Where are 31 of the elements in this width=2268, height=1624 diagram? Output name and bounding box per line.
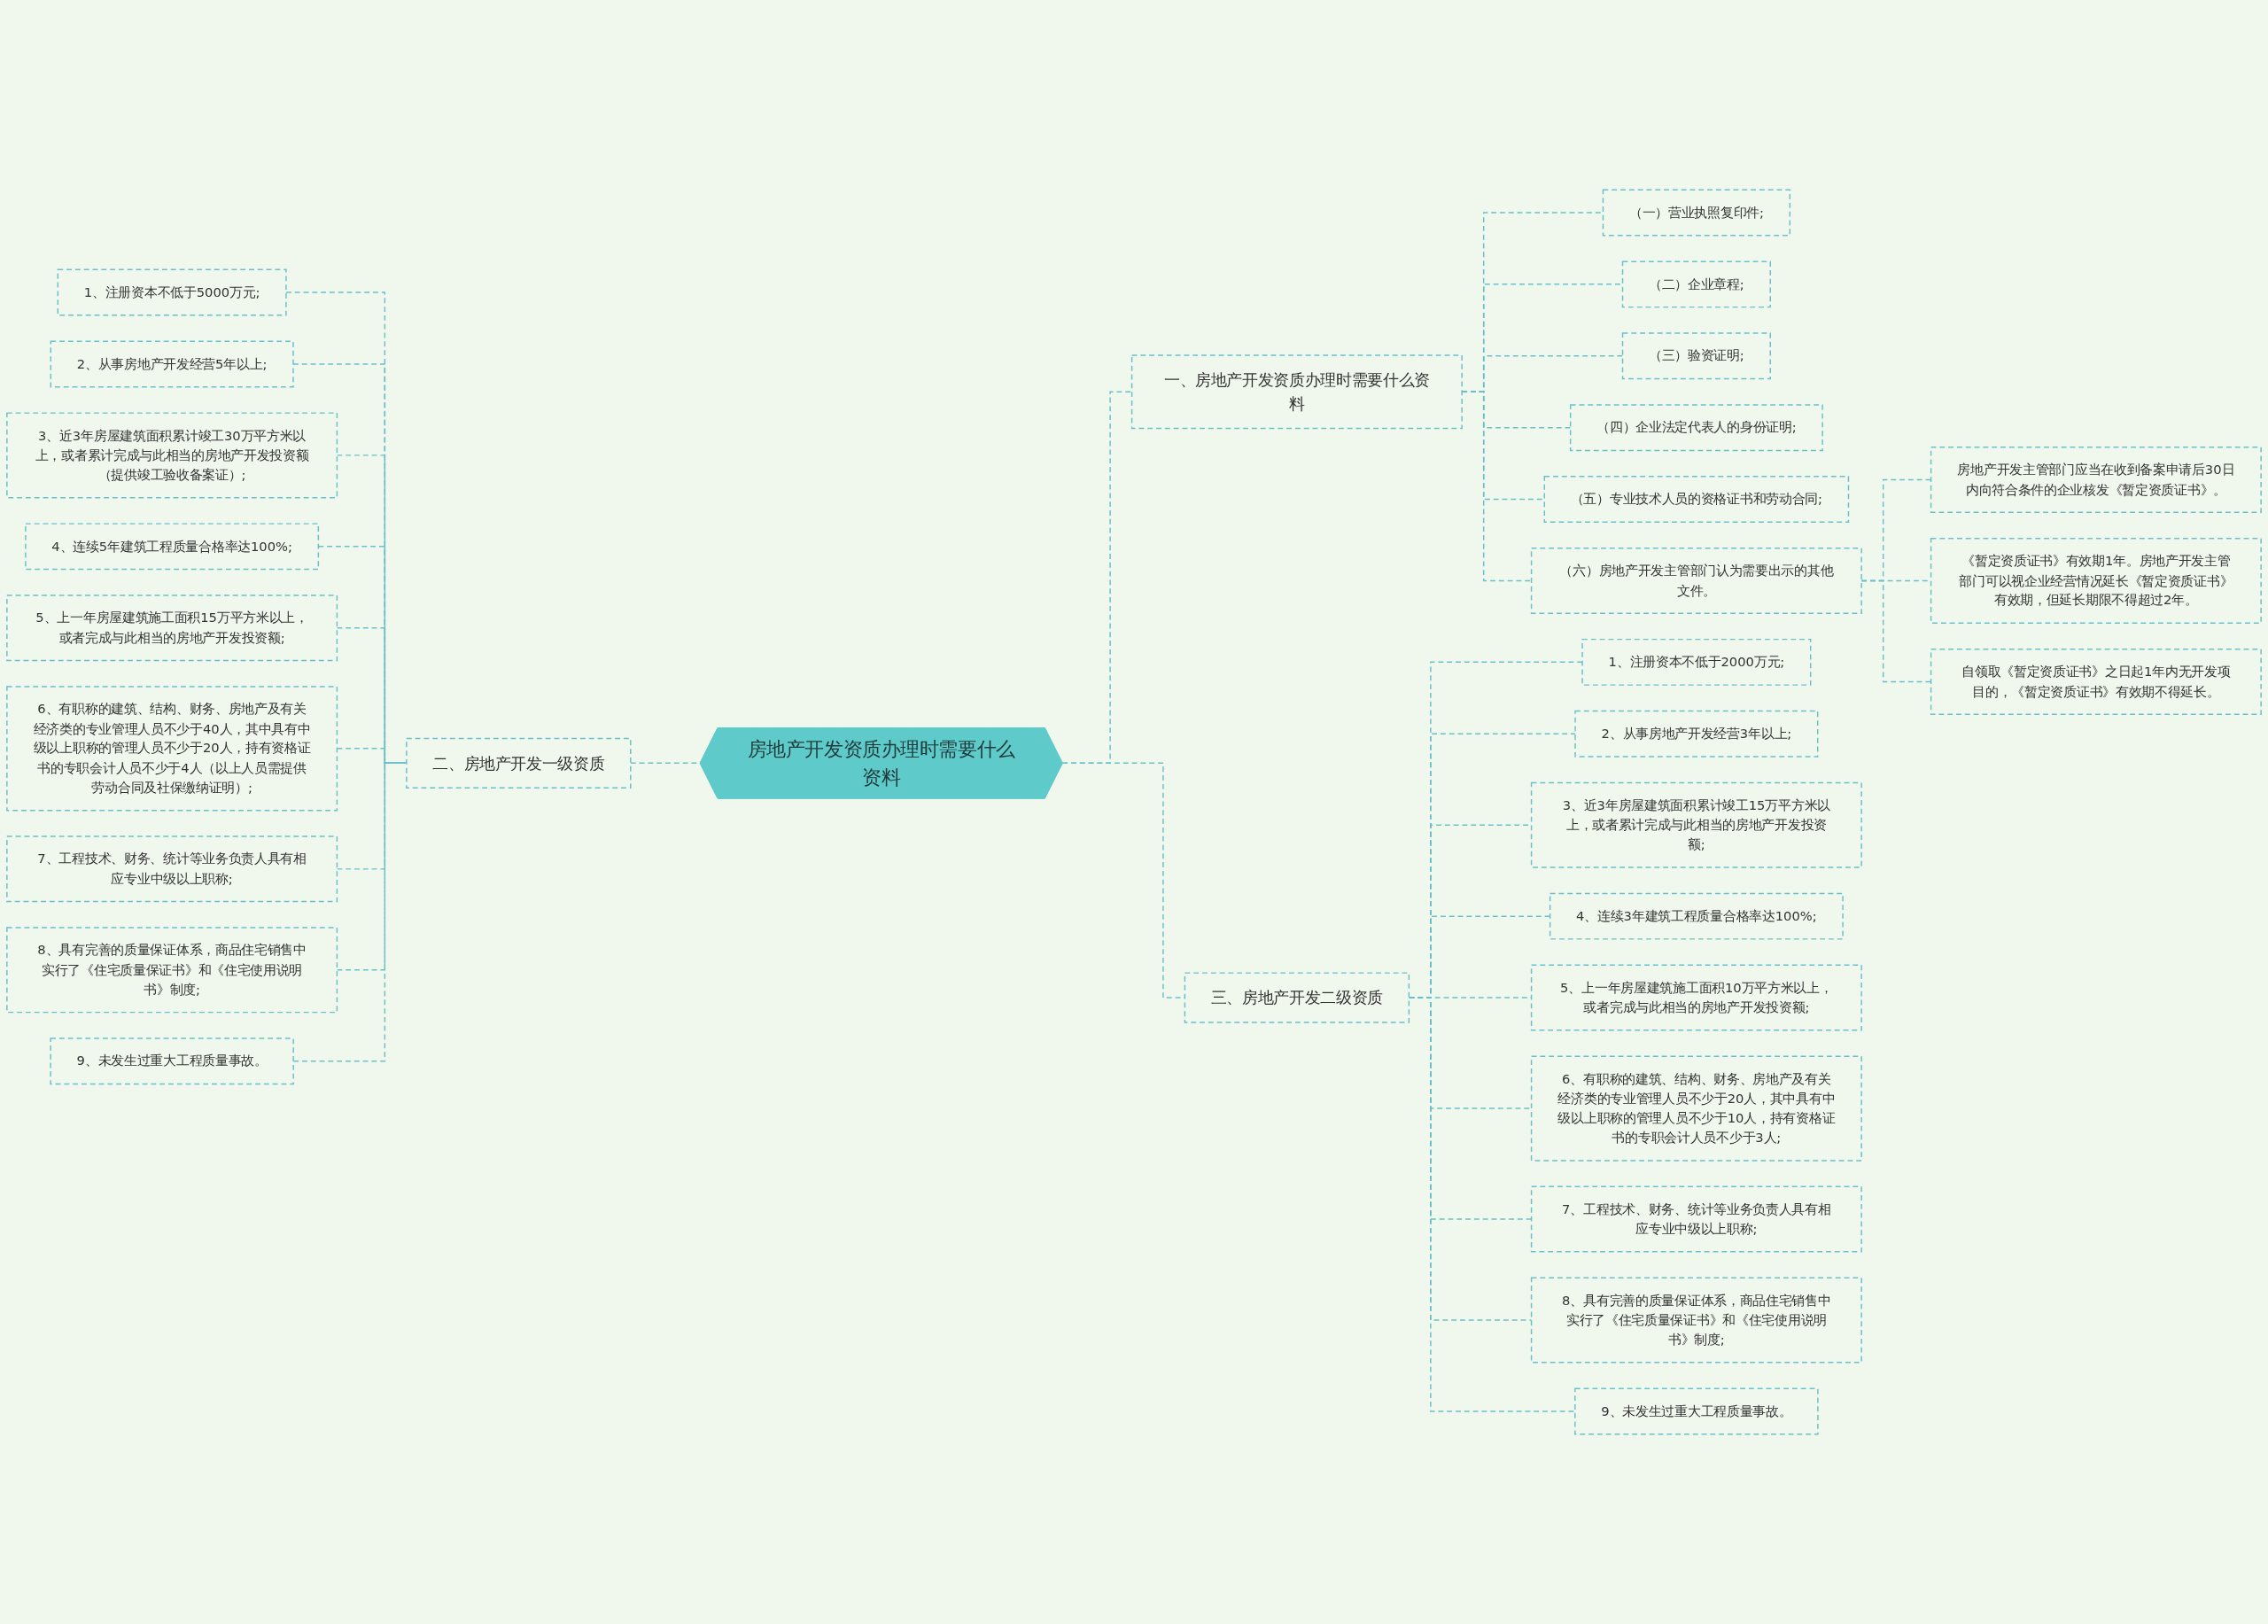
- node-box: 3、近3年房屋建筑面积累计竣工30万平方米以上，或者累计完成与此相当的房地产开发投资额（提供竣工验收备案证）;: [6, 412, 338, 499]
- node-box: （一）营业执照复印件;: [1602, 189, 1791, 237]
- node-box: 4、连续5年建筑工程质量合格率达100%;: [25, 523, 320, 571]
- node-box: 7、工程技术、财务、统计等业务负责人具有相应专业中级以上职称;: [1530, 1185, 1862, 1253]
- node-box: 一、房地产开发资质办理时需要什么资料: [1130, 354, 1463, 430]
- connector: [1461, 391, 1533, 582]
- node-box: 1、注册资本不低于2000万元;: [1581, 638, 1812, 686]
- node-box: （五）专业技术人员的资格证书和劳动合同;: [1543, 476, 1850, 523]
- node-box: 自领取《暂定资质证书》之日起1年内无开发项目的，《暂定资质证书》有效期不得延长。: [1930, 648, 2262, 715]
- node-box: 《暂定资质证书》有效期1年。房地产开发主管部门可以视企业经营情况延长《暂定资质证书》有效期，但延长期限不得超过2年。: [1930, 537, 2262, 624]
- node-box: （六）房地产开发主管部门认为需要出示的其他文件。: [1530, 547, 1862, 614]
- node-box: 4、连续3年建筑工程质量合格率达100%;: [1549, 892, 1844, 940]
- node-box: 7、工程技术、财务、统计等业务负责人具有相应专业中级以上职称;: [6, 835, 338, 903]
- node-box: （四）企业法定代表人的身份证明;: [1569, 404, 1823, 452]
- node-box: 6、有职称的建筑、结构、财务、房地产及有关经济类的专业管理人员不少于20人，其中具有中级以上职称的管理人员不少于10人，持有资格证书的专职会计人员不少于3人;: [1530, 1055, 1862, 1162]
- node-box: 三、房地产开发二级资质: [1184, 972, 1410, 1023]
- node-box: 9、未发生过重大工程质量事故。: [1574, 1387, 1819, 1435]
- node-box: 房地产开发主管部门应当在收到备案申请后30日内向符合条件的企业核发《暂定资质证书》。: [1930, 447, 2262, 513]
- node-box: 8、具有完善的质量保证体系，商品住宅销售中实行了《住宅质量保证书》和《住宅使用说明书》制度;: [1530, 1277, 1862, 1364]
- node-box: 9、未发生过重大工程质量事故。: [50, 1037, 294, 1085]
- node-box: 8、具有完善的质量保证体系，商品住宅销售中实行了《住宅质量保证书》和《住宅使用说明书》制度;: [6, 927, 338, 1014]
- node-box: 2、从事房地产开发经营5年以上;: [50, 340, 294, 388]
- node-box: （二）企业章程;: [1621, 260, 1771, 308]
- node-box: 1、注册资本不低于5000万元;: [57, 268, 287, 316]
- node-box: 5、上一年房屋建筑施工面积10万平方米以上，或者完成与此相当的房地产开发投资额;: [1530, 964, 1862, 1031]
- node-box: （三）验资证明;: [1621, 332, 1771, 380]
- node-box: 6、有职称的建筑、结构、财务、房地产及有关经济类的专业管理人员不少于40人，其中具有中级以上职称的管理人员不少于20人，持有资格证书的专职会计人员不少于4人（以上人员需提供劳动合同及社保缴纳证明）;: [6, 686, 338, 812]
- node-box: 5、上一年房屋建筑施工面积15万平方米以上，或者完成与此相当的房地产开发投资额;: [6, 594, 338, 662]
- node-box: 3、近3年房屋建筑面积累计竣工15万平方米以上，或者累计完成与此相当的房地产开发投资额;: [1530, 781, 1862, 868]
- node-box: 二、房地产开发一级资质: [406, 737, 632, 789]
- node-box: 2、从事房地产开发经营3年以上;: [1574, 710, 1819, 758]
